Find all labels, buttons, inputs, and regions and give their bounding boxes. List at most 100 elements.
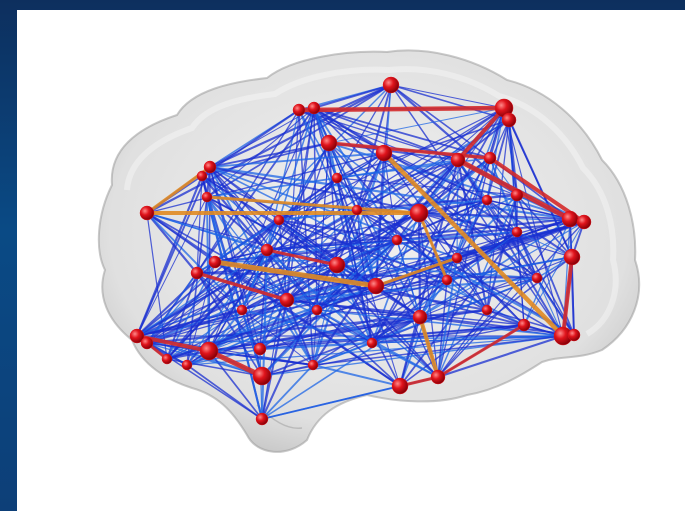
brain-region-node-39 (181, 359, 193, 371)
strong-edge-458 (417, 211, 449, 282)
brain-region-node-22 (563, 248, 581, 266)
connectivity-edge-432 (241, 309, 314, 366)
connectivity-edge-294 (375, 279, 448, 287)
connectivity-edge-449 (446, 279, 488, 311)
connectivity-edge-237 (516, 231, 538, 279)
connectivity-edge-283 (196, 272, 243, 311)
connectivity-edge-176 (136, 196, 208, 337)
brain-region-node-48 (236, 304, 248, 316)
strong-edge-473 (436, 323, 526, 379)
connectivity-edge-25 (371, 107, 505, 344)
connectivity-edge-450 (316, 199, 488, 311)
brain-region-node-8 (483, 151, 497, 165)
connectivity-edge-400 (486, 199, 575, 336)
connectivity-edge-275 (214, 239, 398, 263)
brain-region-node-49 (311, 304, 323, 316)
brain-region-node-14 (510, 188, 524, 202)
strong-edge-463 (455, 157, 573, 222)
connectivity-edge-73 (278, 107, 315, 221)
brain-region-node-19 (208, 255, 222, 269)
brain-region-node-46 (441, 274, 453, 286)
connectivity-edge-325 (399, 316, 421, 387)
connectivity-edge-94 (209, 152, 385, 168)
brain-region-node-21 (367, 277, 385, 295)
brain-region-node-45 (260, 243, 274, 257)
connectivity-edge-363 (145, 308, 489, 345)
connectivity-edge-42 (486, 119, 510, 201)
connectivity-edge-339 (456, 257, 525, 326)
connectivity-edge-415 (316, 309, 439, 378)
connectivity-edge-218 (265, 217, 572, 252)
connectivity-edge-335 (371, 324, 525, 344)
brain-region-node-29 (199, 341, 219, 361)
connectivity-edge-427 (165, 308, 319, 361)
connectivity-edge-397 (316, 309, 564, 337)
strong-edge-466 (206, 348, 265, 379)
brain-region-node-24 (279, 292, 295, 308)
brain-network-figure (97, 49, 641, 453)
brain-region-node-50 (391, 234, 403, 246)
connectivity-edge-0 (390, 84, 505, 109)
strong-edge-470 (265, 248, 339, 267)
connectivity-edge-60 (209, 107, 315, 168)
brain-region-node-26 (517, 318, 531, 332)
connectivity-edge-186 (418, 212, 518, 233)
connectivity-edge-243 (456, 231, 518, 259)
connectivity-edge-438 (336, 177, 488, 311)
connectivity-edge-90 (266, 142, 330, 251)
connectivity-edge-23 (286, 107, 505, 301)
brain-region-node-4 (307, 101, 321, 115)
strong-edge-472 (205, 195, 421, 215)
connectivity-edge-206 (336, 177, 518, 196)
connectivity-edge-158 (135, 174, 204, 338)
connectivity-edge-179 (186, 196, 208, 366)
connectivity-edge-426 (166, 309, 243, 360)
connectivity-edge-59 (313, 107, 491, 159)
brain-region-node-35 (391, 377, 409, 395)
connectivity-edge-388 (265, 248, 374, 345)
connectivity-edge-444 (277, 218, 399, 242)
brain-region-node-43 (273, 214, 285, 226)
strong-edge-459 (418, 315, 440, 379)
strong-edge-461 (296, 105, 507, 113)
connectivity-edge-103 (278, 152, 385, 221)
connectivity-edge-429 (186, 219, 280, 366)
connectivity-edge-236 (516, 231, 573, 258)
brain-region-node-51 (481, 304, 493, 316)
brain-region-node-12 (201, 191, 213, 203)
connectivity-edge-421 (260, 248, 269, 421)
brain-region-node-28 (140, 336, 154, 350)
strong-edge-456 (212, 259, 379, 289)
brain-region-node-44 (351, 204, 363, 216)
connectivity-edge-36 (508, 119, 573, 258)
connectivity-edge-406 (261, 239, 398, 377)
brain-region-node-23 (531, 272, 543, 284)
connectivity-edge-334 (259, 324, 525, 350)
connectivity-edge-184 (206, 196, 243, 311)
connectivity-edge-156 (196, 175, 203, 274)
brain-region-node-42 (331, 172, 343, 184)
brain-region-node-6 (375, 144, 393, 162)
connectivity-edge-95 (146, 152, 385, 214)
connectivity-edge-384 (312, 342, 373, 366)
connectivity-edge-297 (419, 256, 573, 318)
connectivity-edge-164 (146, 212, 338, 266)
connectivity-edge-387 (356, 209, 373, 344)
connectivity-edge-355 (146, 342, 263, 377)
brain-region-node-15 (561, 210, 579, 228)
connectivity-edge-181 (206, 177, 338, 198)
connectivity-edge-3 (313, 84, 392, 109)
brain-region-node-13 (409, 203, 429, 223)
connectivity-edge-7 (145, 83, 393, 215)
brain-region-node-0 (382, 76, 400, 94)
connectivity-edge-423 (166, 219, 280, 360)
strong-connectivity-edges (135, 105, 586, 388)
brain-region-node-2 (501, 112, 517, 128)
connectivity-edge-433 (311, 238, 399, 367)
connectivity-edge-266 (214, 261, 401, 387)
brain-region-node-30 (253, 342, 267, 356)
brain-region-node-36 (430, 369, 446, 385)
connectivity-edge-412 (437, 257, 458, 378)
strong-edge-469 (561, 255, 574, 338)
brain-region-node-3 (292, 103, 306, 117)
